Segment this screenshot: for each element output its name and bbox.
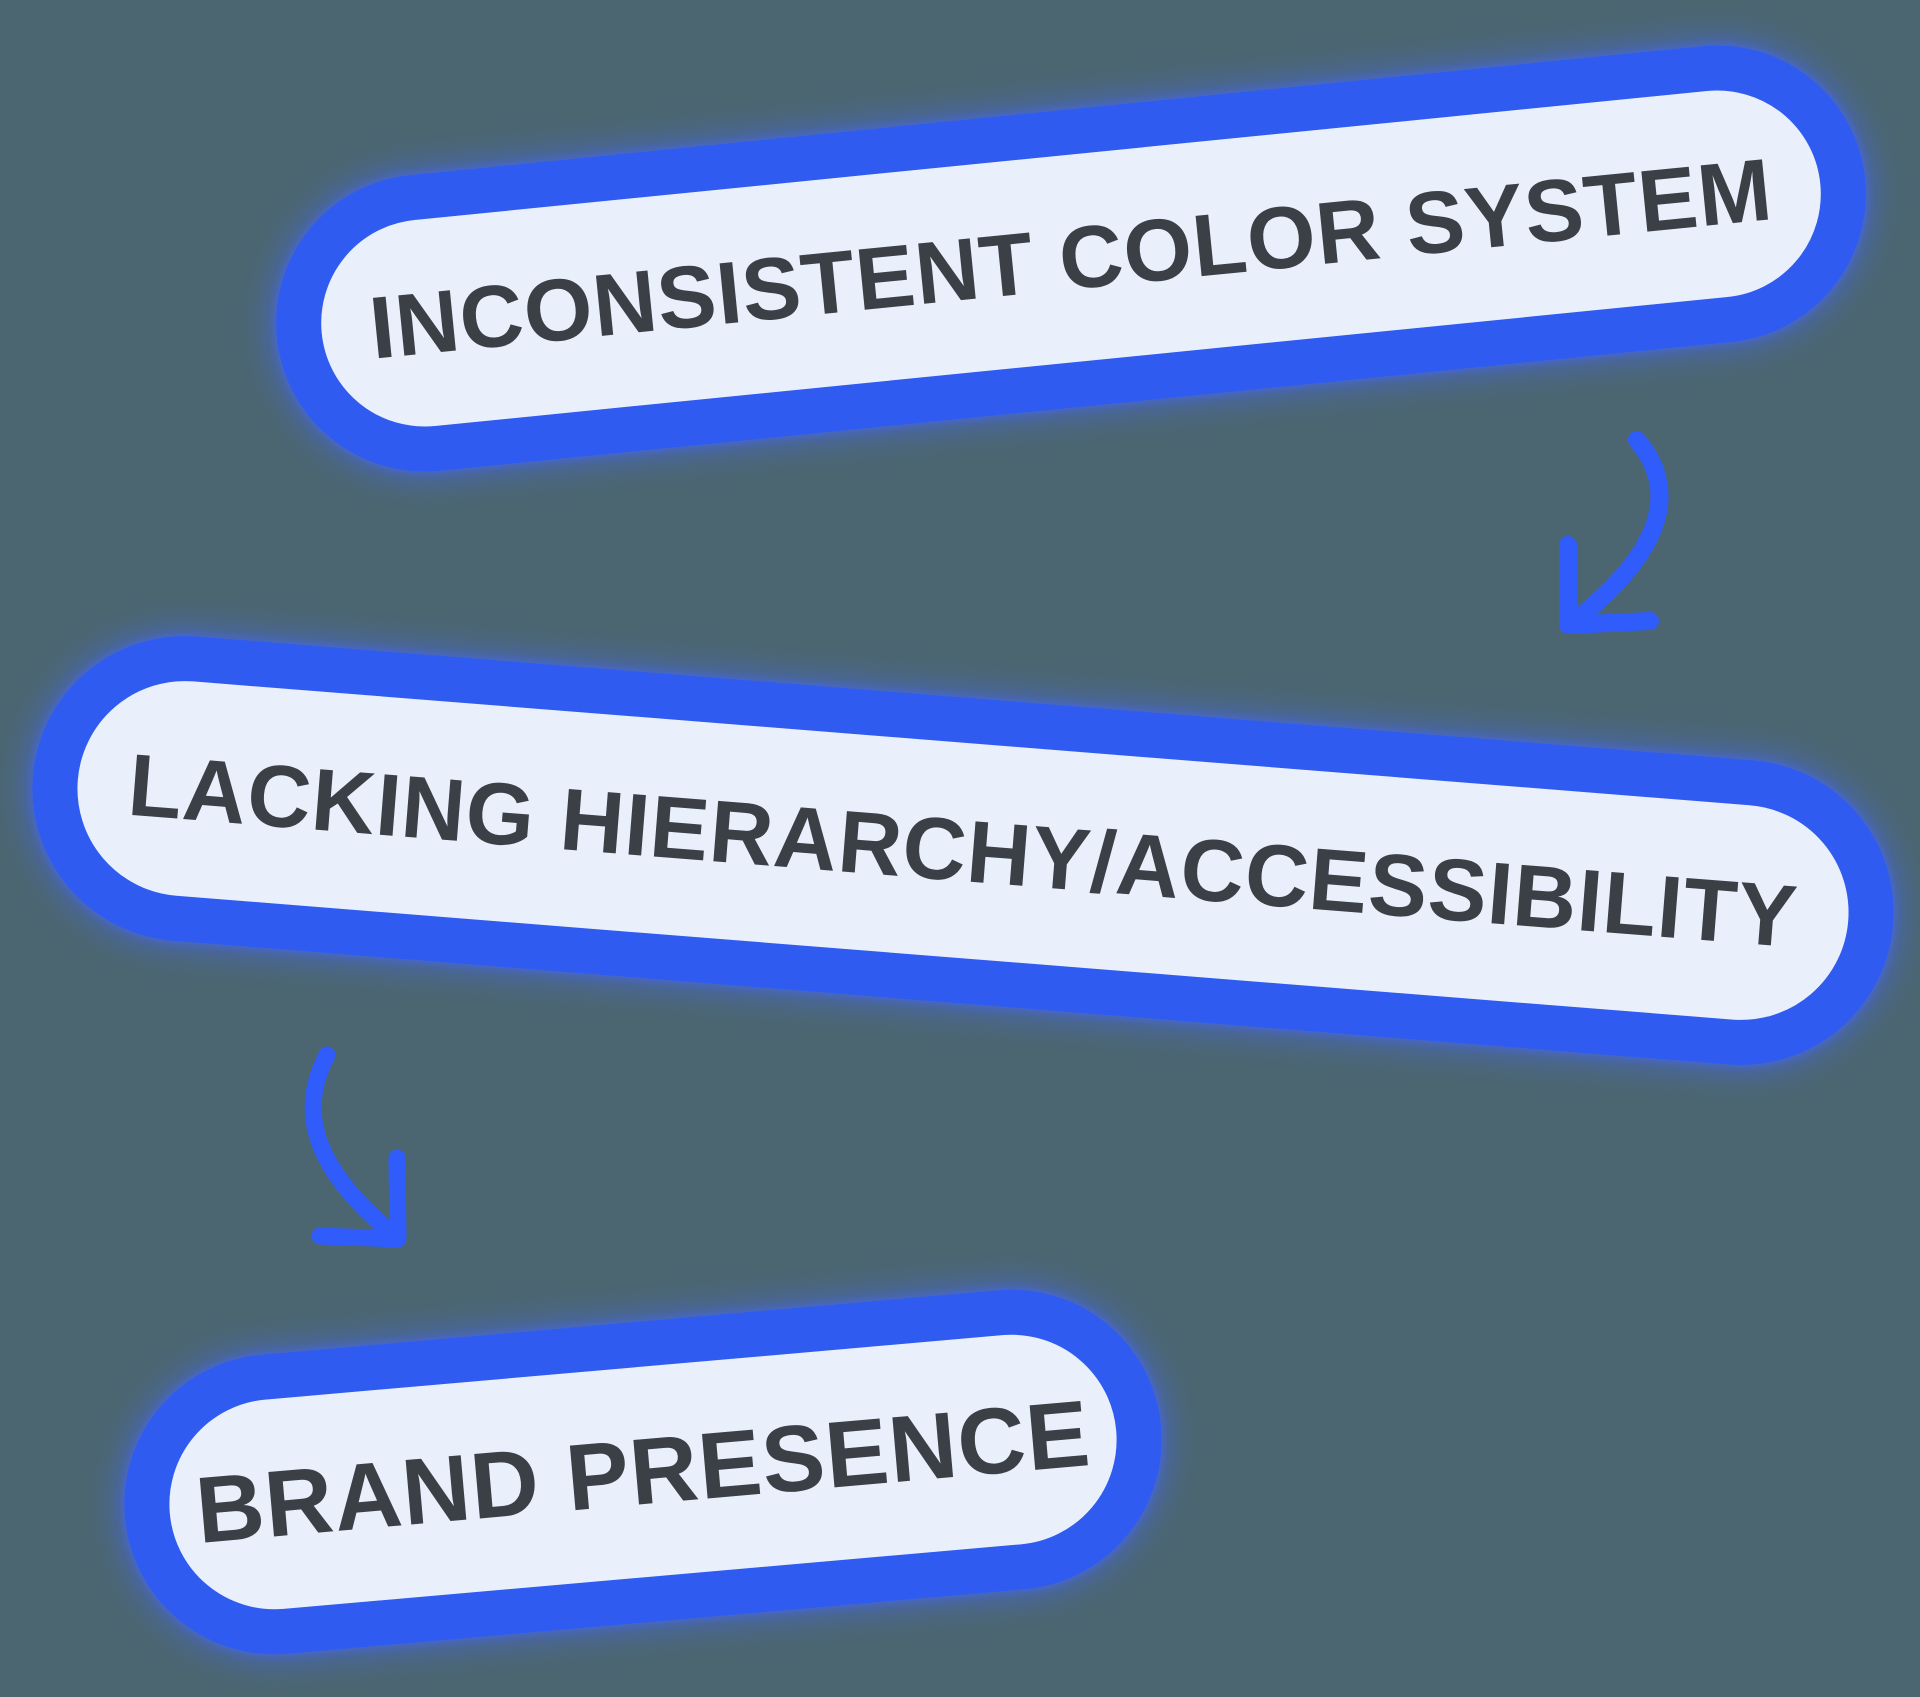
pill-lacking-hierarchy-accessibility: LACKING HIERARCHY/ACCESSIBILITY <box>20 624 1906 1077</box>
pill-label: INCONSISTENT COLOR SYSTEM <box>365 138 1777 378</box>
curved-arrow-down-left-icon <box>1540 415 1710 665</box>
curved-arrow-down-right-icon <box>285 1040 420 1255</box>
pill-label: BRAND PRESENCE <box>191 1380 1095 1563</box>
pill-label: LACKING HIERARCHY/ACCESSIBILITY <box>124 734 1802 966</box>
pill-brand-presence: BRAND PRESENCE <box>111 1277 1175 1667</box>
